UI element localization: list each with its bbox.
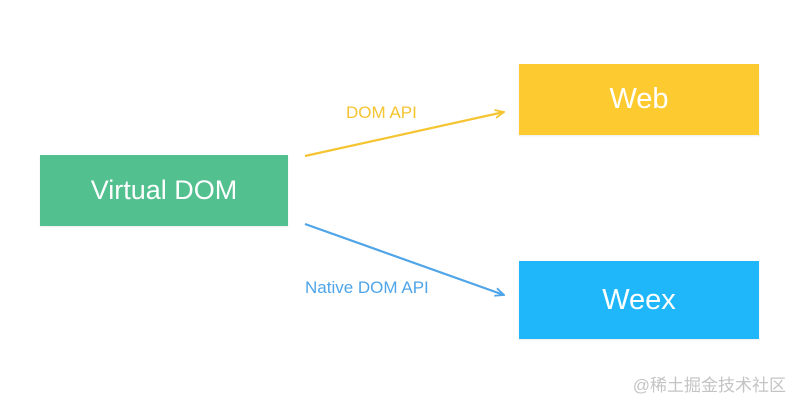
- node-weex: Weex: [519, 261, 759, 339]
- edge-label-dom-api: DOM API: [346, 103, 417, 122]
- edge-dom-api-arrow: [304, 112, 504, 158]
- node-virtual-dom: Virtual DOM: [40, 155, 288, 226]
- watermark: @稀土掘金技术社区: [632, 376, 786, 395]
- edge-native-dom-api-arrow: [304, 222, 504, 295]
- node-web: Web: [519, 64, 759, 135]
- edge-label-native-dom-api: Native DOM API: [305, 278, 429, 297]
